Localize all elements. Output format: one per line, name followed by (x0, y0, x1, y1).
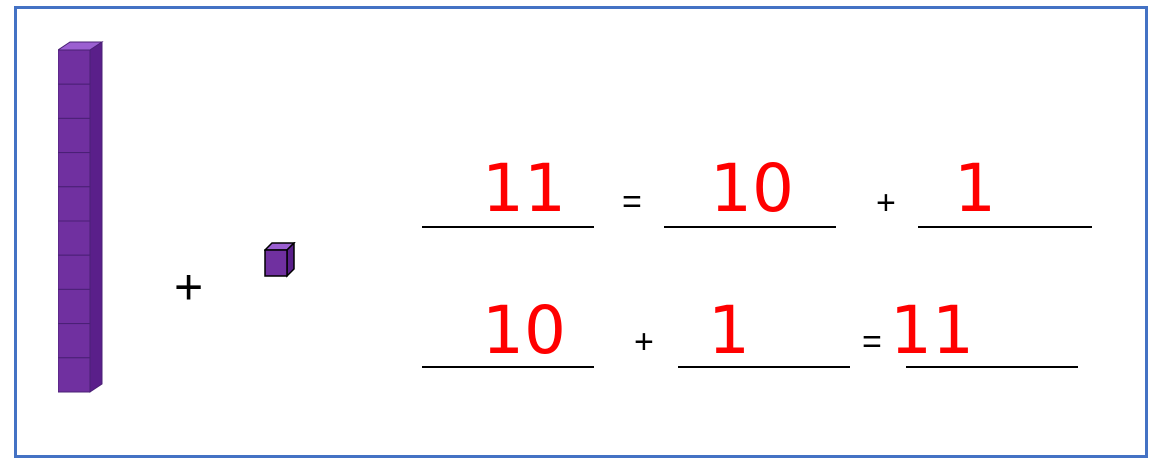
blank-line (422, 226, 594, 228)
equals-sign: = (622, 183, 642, 221)
rod-unit-cell (58, 117, 91, 154)
blank-line (678, 366, 850, 368)
rod-unit-cell (58, 220, 91, 256)
rod-unit-cell (58, 186, 91, 222)
answer-10: 10 (482, 292, 566, 369)
ten-rod-block (58, 41, 104, 393)
answer-11: 11 (890, 292, 974, 369)
rod-unit-cell (58, 288, 91, 325)
blank-line (422, 366, 594, 368)
rod-unit-cell (58, 152, 91, 188)
rod-unit-cell (58, 83, 91, 119)
answer-1: 1 (708, 292, 750, 369)
answer-1: 1 (954, 150, 996, 227)
plus-sign: + (174, 259, 204, 315)
blank-line (664, 226, 836, 228)
rod-unit-cell (58, 323, 91, 359)
equals-sign: = (862, 323, 882, 361)
answer-11: 11 (482, 150, 566, 227)
rod-unit-cell (58, 254, 91, 290)
unit-cube-block (264, 242, 296, 278)
plus-sign: + (876, 184, 896, 222)
blank-line (918, 226, 1092, 228)
blank-line (906, 366, 1078, 368)
worksheet-frame (14, 6, 1148, 458)
rod-unit-cell (58, 357, 91, 393)
answer-10: 10 (710, 150, 794, 227)
plus-sign: + (634, 323, 654, 361)
rod-unit-cell (58, 49, 91, 85)
